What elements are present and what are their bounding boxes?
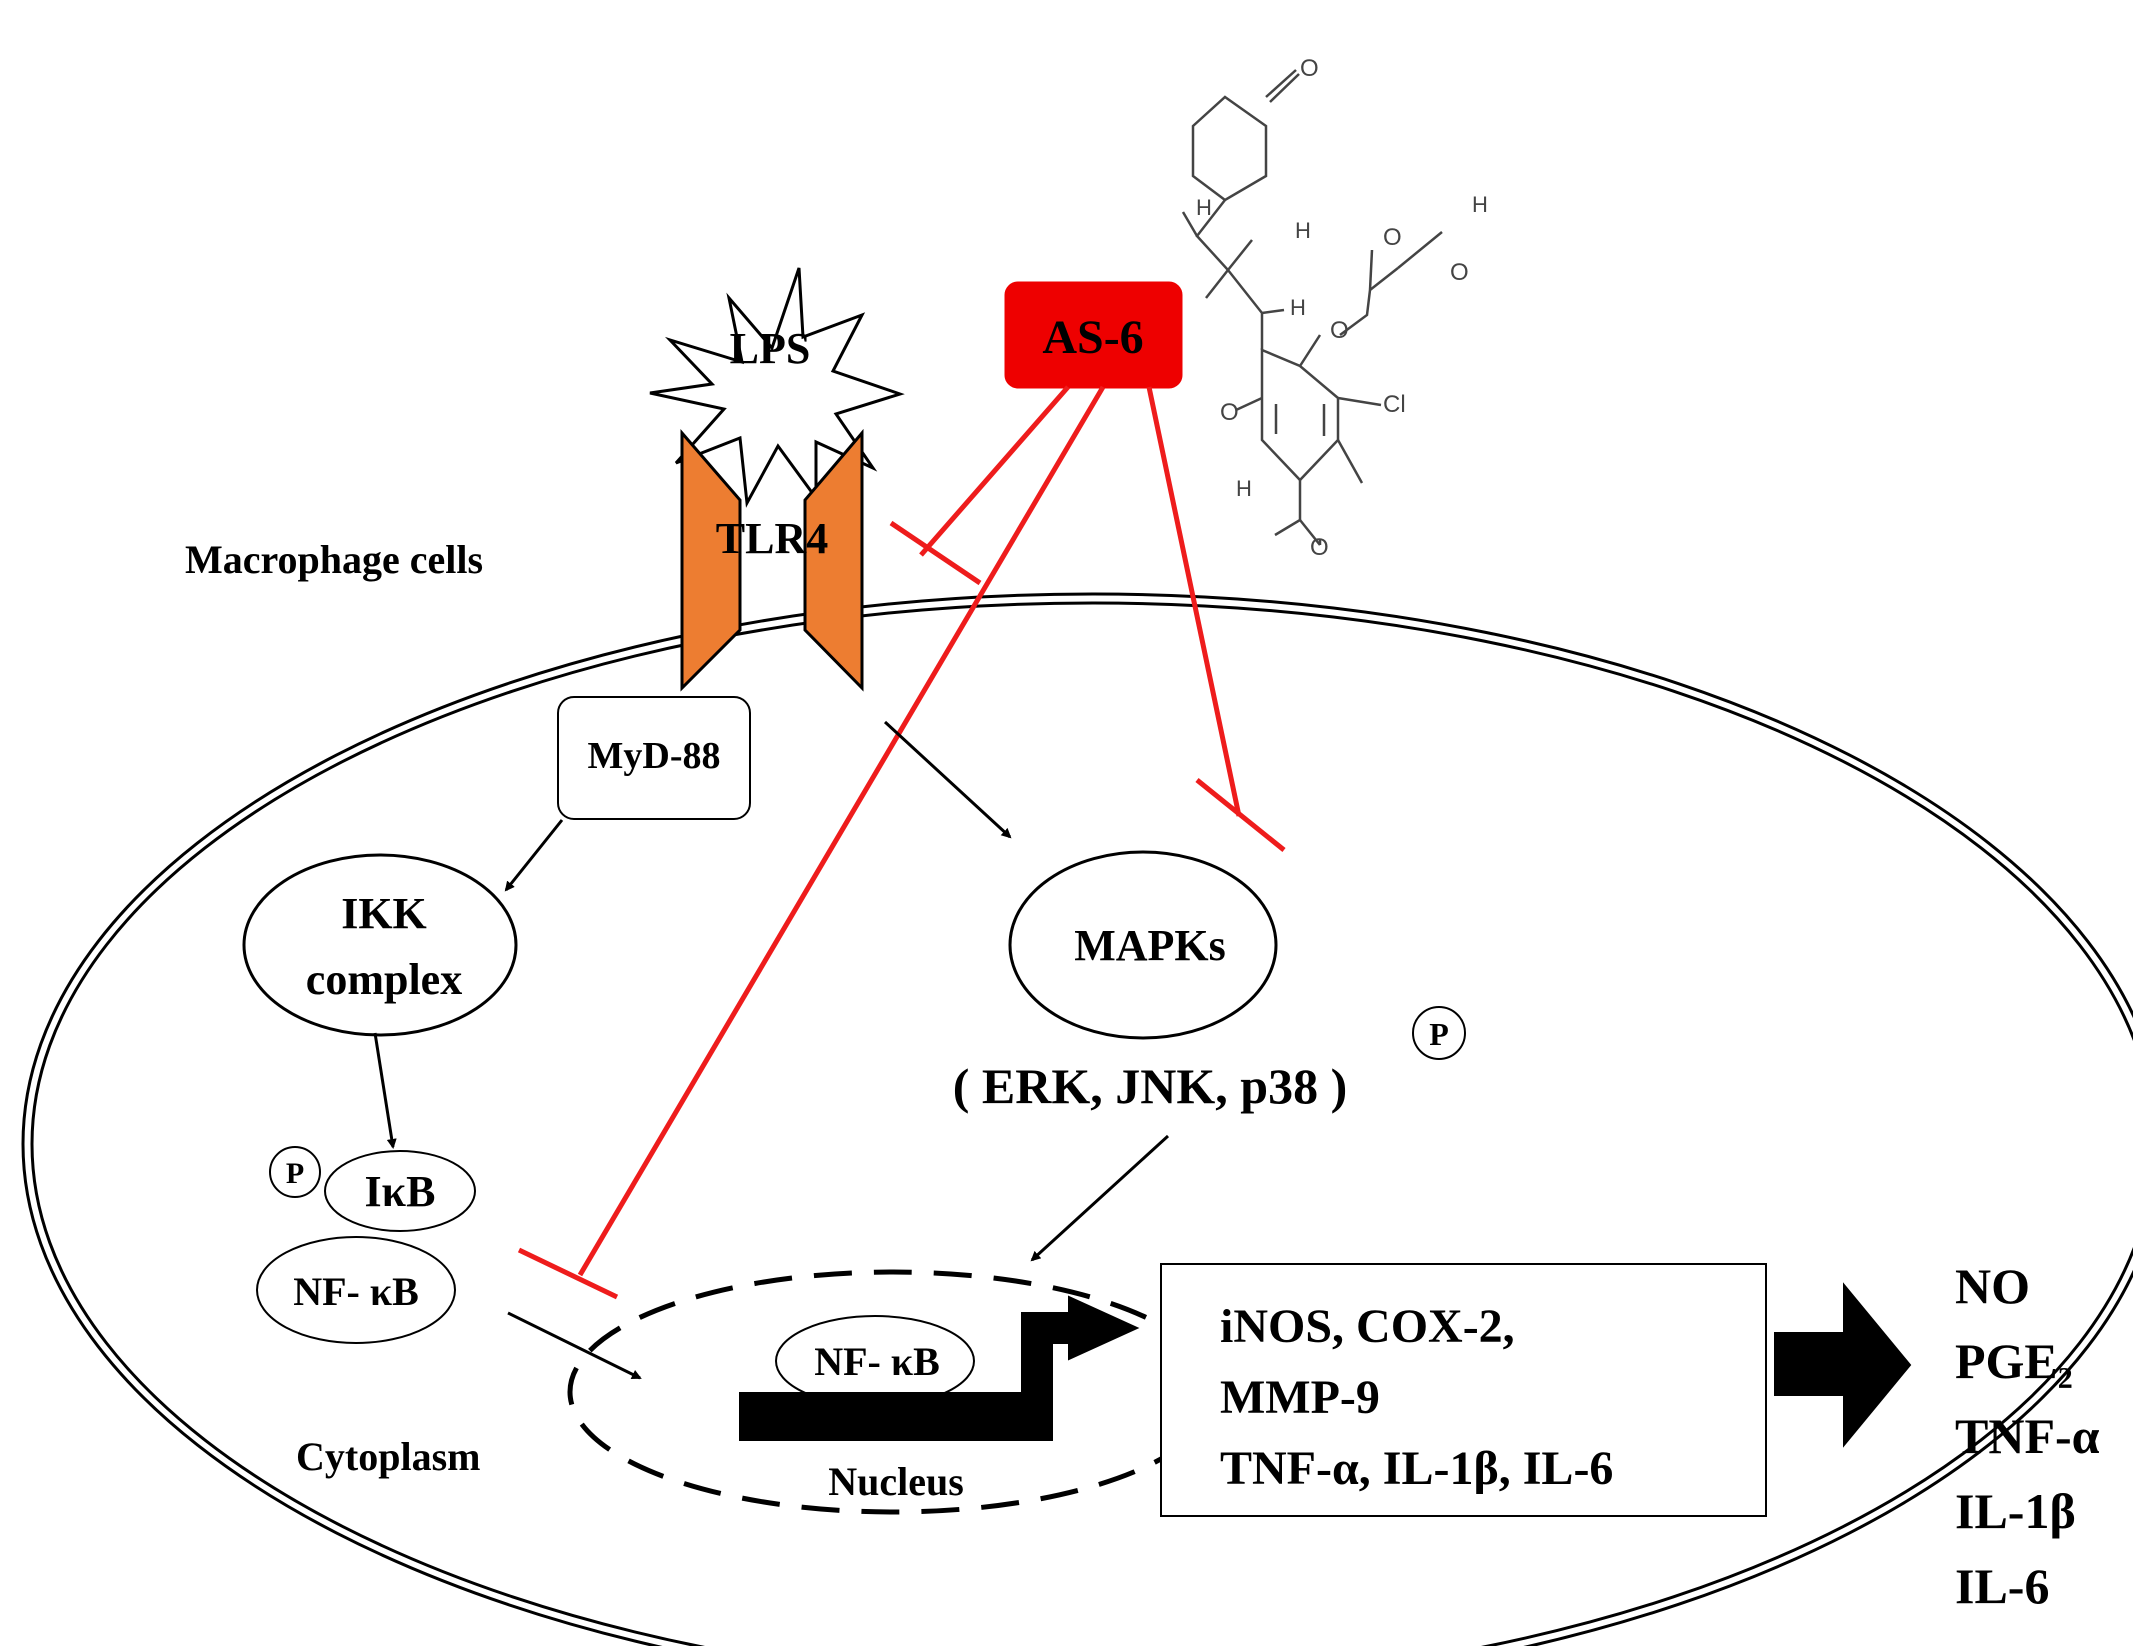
output-arrow — [1774, 1282, 1912, 1448]
activation-arrows — [373, 720, 1170, 1380]
dna-promoter-arrow — [739, 1295, 1140, 1441]
nfkb-cytoplasm-label: NF- κB — [293, 1269, 419, 1314]
output-tnfa: TNF-α — [1955, 1408, 2100, 1464]
output-mediators: NO PGE₂ TNF-α IL-1β IL-6 — [1955, 1258, 2100, 1614]
gene-line-3: TNF-α, IL-1β, IL-6 — [1220, 1442, 1613, 1495]
atom-ether-o: O — [1330, 317, 1349, 344]
gene-box: iNOS, COX-2, MMP-9 TNF-α, IL-1β, IL-6 — [1160, 1263, 1767, 1517]
gene-line-1: iNOS, COX-2, — [1220, 1300, 1515, 1353]
atom-vinyl-h2: H — [1295, 218, 1311, 243]
ikk-label-line2: complex — [306, 955, 462, 1004]
mapk-members-label: ( ERK, JNK, p38 ) — [953, 1058, 1347, 1114]
inhibition-lines — [517, 385, 1286, 1300]
ikb-phospho: P — [269, 1146, 321, 1198]
as6-box: AS-6 — [1004, 281, 1183, 389]
output-il1b: IL-1β — [1955, 1483, 2076, 1539]
tlr4-receptor: TLR4 — [680, 428, 864, 692]
atom-vinyl-h3: H — [1290, 295, 1306, 320]
lps-starburst: LPS — [649, 267, 905, 508]
output-pge2: PGE₂ — [1955, 1333, 2073, 1389]
ikb-label: IκB — [365, 1167, 436, 1216]
tlr4-label: TLR4 — [716, 514, 828, 563]
as6-chemical-structure — [1181, 69, 1443, 546]
mapks-node: MAPKs — [1008, 850, 1278, 1040]
ikb-node: IκB — [324, 1150, 476, 1232]
gene-line-2: MMP-9 — [1220, 1371, 1380, 1424]
ikb-phospho-label: P — [286, 1157, 304, 1190]
ikk-complex: IKK complex — [242, 853, 518, 1037]
myd88-box: MyD-88 — [557, 696, 751, 820]
output-il6: IL-6 — [1955, 1558, 2049, 1614]
nucleus: NF- κB Nucleus — [567, 1269, 1219, 1515]
atom-aldehyde-h: H — [1236, 476, 1252, 501]
atom-phenol-o: O — [1220, 399, 1239, 426]
mapk-phospho: P — [1412, 1006, 1466, 1060]
atom-acid-h: H — [1472, 192, 1488, 217]
atom-aldehyde-o: O — [1310, 534, 1329, 561]
myd88-label: MyD-88 — [588, 735, 721, 777]
lps-label: LPS — [730, 324, 811, 373]
nfkb-cytoplasm: NF- κB — [256, 1236, 456, 1344]
as6-chemical-atoms: O O H O O Cl O O H H H H — [1196, 55, 1488, 561]
mapk-phospho-label: P — [1429, 1016, 1449, 1052]
cell-membrane — [21, 592, 2133, 1646]
atom-chlorine: Cl — [1383, 391, 1406, 418]
atom-acid-o1: O — [1450, 259, 1469, 286]
nfkb-nucleus-label: NF- κB — [814, 1339, 940, 1384]
output-no: NO — [1955, 1258, 2030, 1314]
atom-acid-o2: O — [1383, 224, 1402, 251]
macrophage-cells-label: Macrophage cells — [185, 537, 483, 582]
as6-label: AS-6 — [1042, 311, 1143, 364]
atom-ketone-o: O — [1300, 55, 1319, 82]
atom-vinyl-h1: H — [1196, 195, 1212, 220]
ikk-label-line1: IKK — [341, 889, 427, 938]
cytoplasm-label: Cytoplasm — [296, 1434, 480, 1479]
nucleus-label: Nucleus — [828, 1459, 964, 1504]
mapks-label: MAPKs — [1074, 921, 1226, 970]
